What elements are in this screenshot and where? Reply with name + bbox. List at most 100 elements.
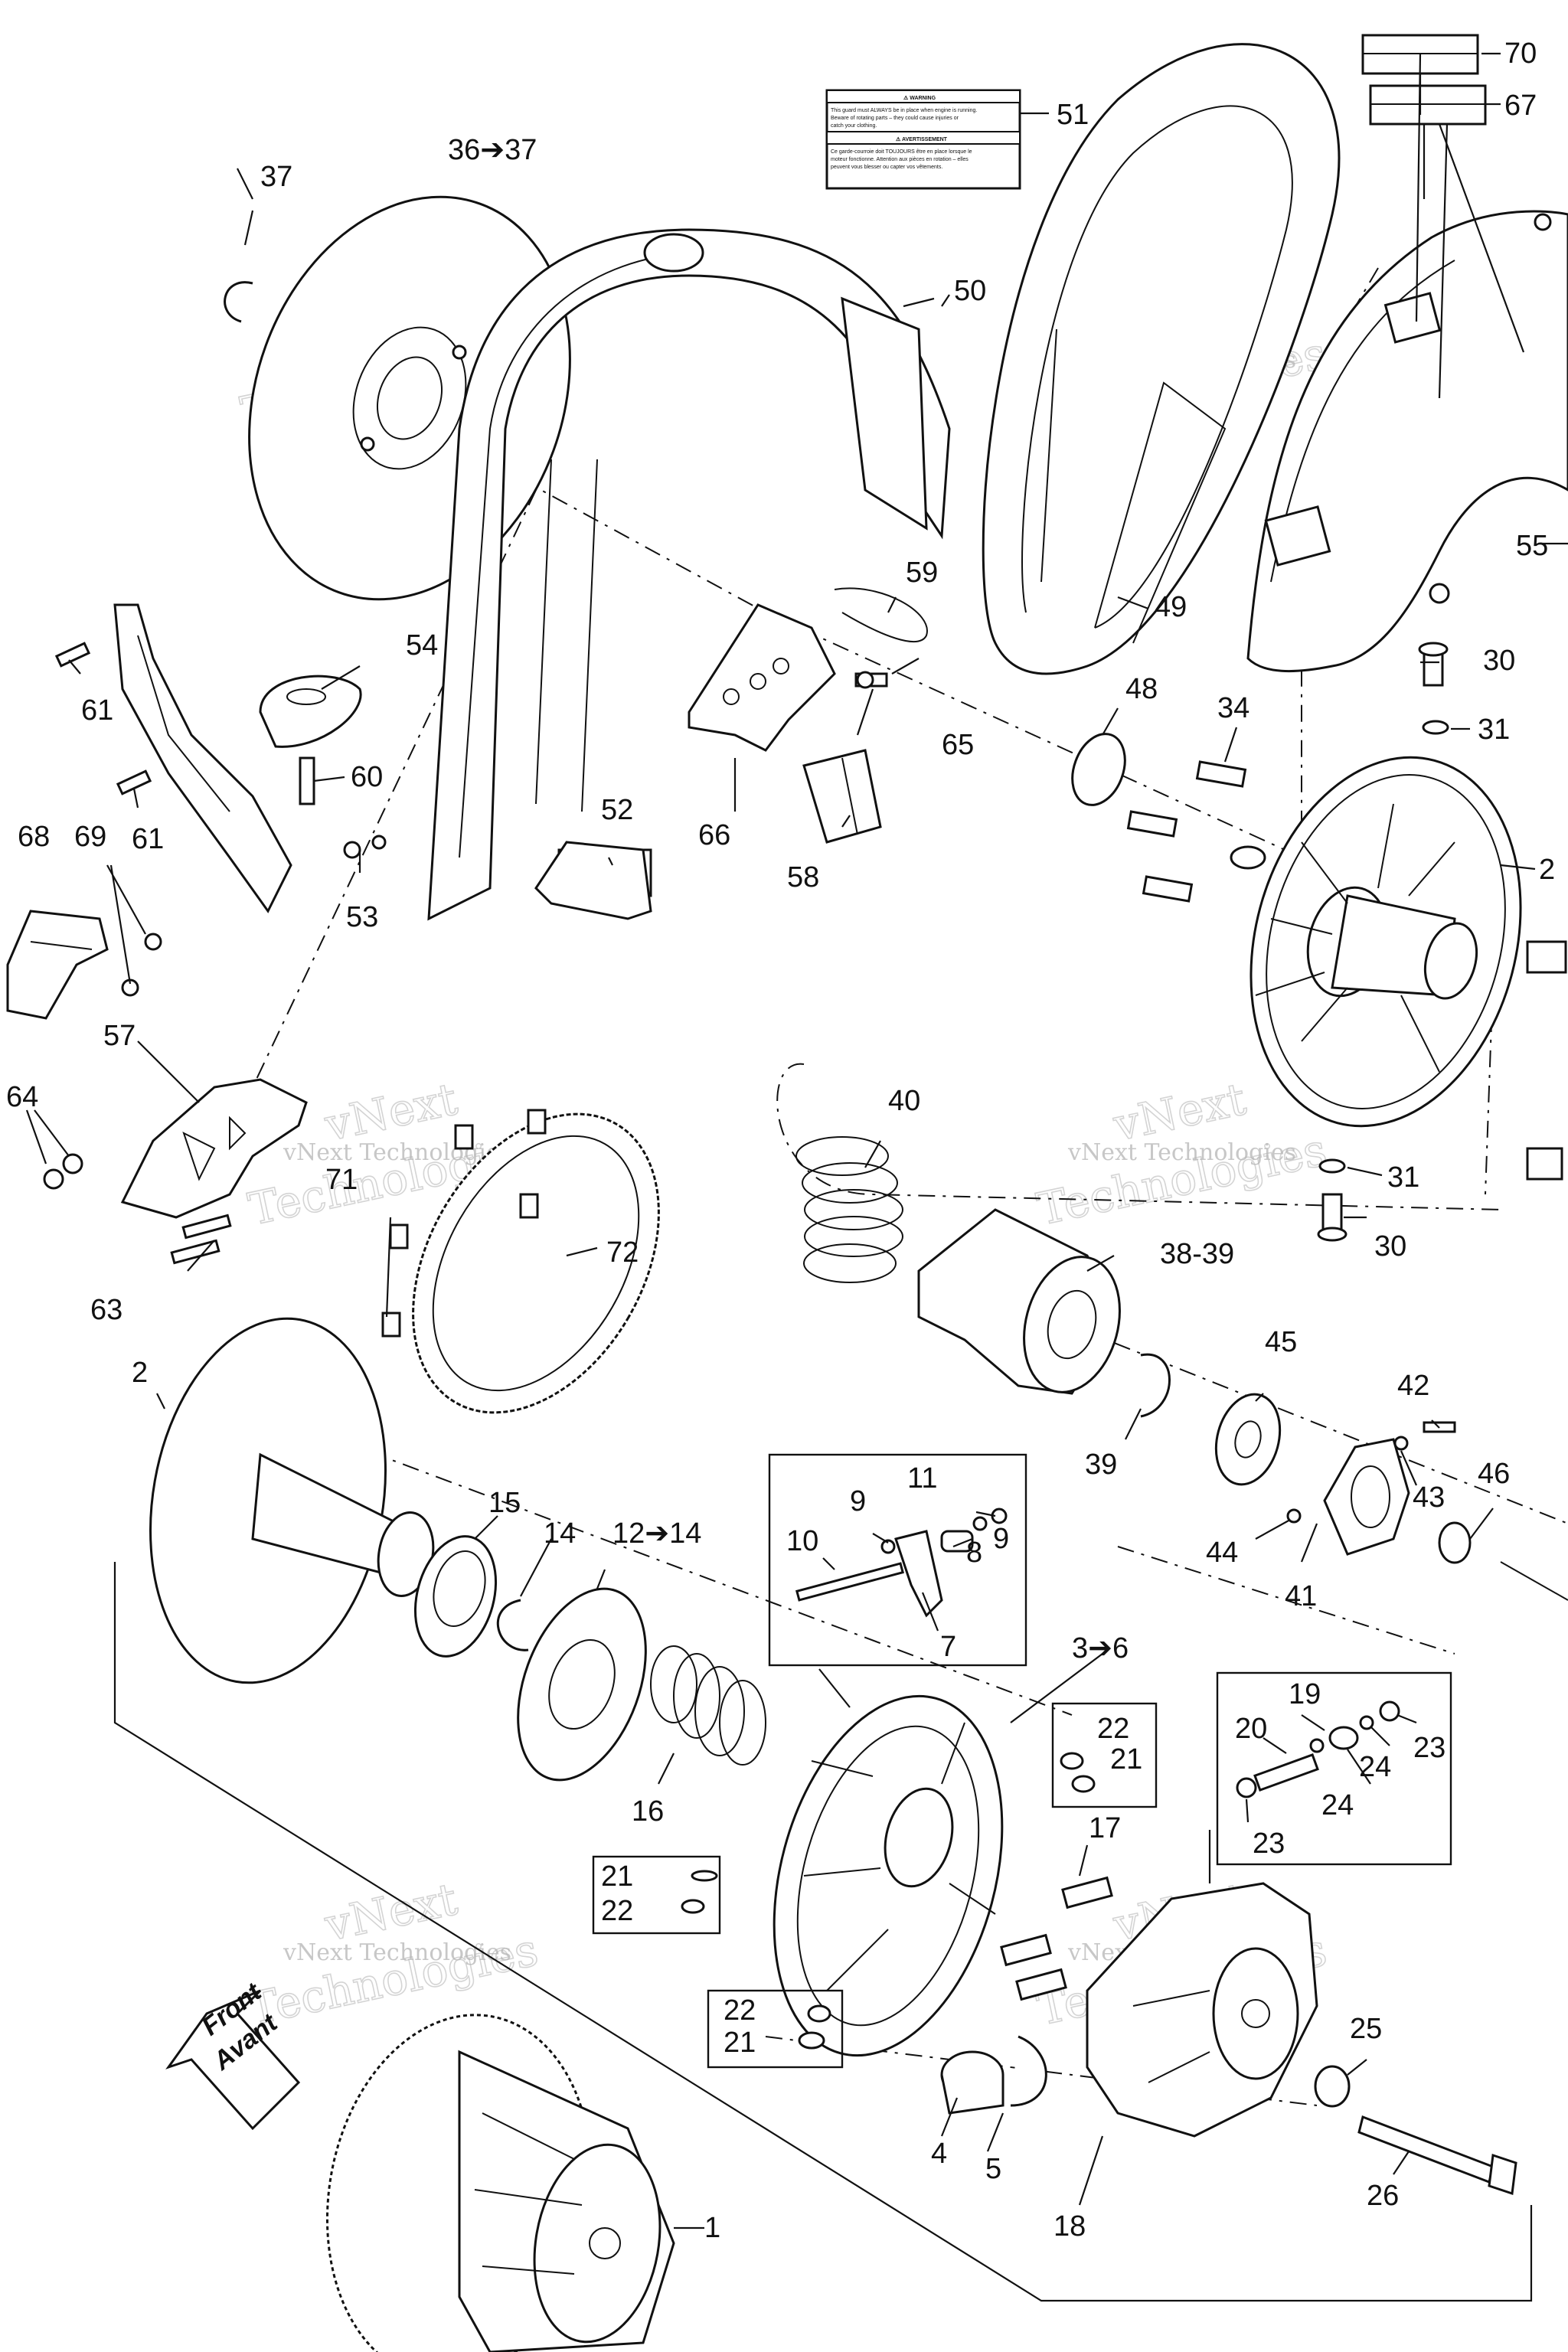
screw-61: [54, 642, 152, 795]
washer-23: [1236, 1777, 1257, 1798]
subassembly-box-21-22: [707, 1989, 844, 2069]
belt-guard: [1246, 210, 1568, 672]
circlip-39: [1140, 1353, 1171, 1418]
subassembly-box-7-11: [768, 1453, 1027, 1667]
callout-49: 49: [1155, 591, 1187, 623]
callout-38-39: 38-39: [1160, 1238, 1234, 1270]
callout-7: 7: [940, 1631, 956, 1663]
nut-69: [144, 933, 162, 951]
washer-24: [1309, 1738, 1325, 1753]
callout-41: 41: [1285, 1580, 1317, 1612]
bolt-26: [1357, 2115, 1517, 2196]
callout-3-6: 3➔6: [1072, 1632, 1129, 1664]
warning-text: peuvent vous blesser ou capter vos vêtem…: [831, 165, 942, 170]
callout-15: 15: [488, 1487, 521, 1519]
callout-72: 72: [606, 1236, 639, 1269]
nut-53: [371, 835, 387, 850]
callout-26: 26: [1367, 2180, 1399, 2212]
washer-24: [1359, 1715, 1374, 1730]
driven-pulley-disc: [248, 195, 571, 601]
driven-pulley: [1230, 756, 1522, 1128]
decal-67: [1369, 84, 1487, 126]
roller-block: [1526, 1147, 1563, 1181]
callout-30a: 30: [1483, 645, 1515, 677]
drive-pulley-assembly: [325, 2014, 675, 2352]
callout-23a: 23: [1413, 1732, 1446, 1764]
callout-48: 48: [1125, 673, 1158, 705]
callout-63: 63: [90, 1294, 122, 1326]
pin-10: [795, 1562, 905, 1602]
bushing-4: [940, 2050, 1004, 2115]
roller-block: [1526, 940, 1567, 974]
callout-57: 57: [103, 1020, 136, 1052]
callout-31b: 31: [1387, 1161, 1419, 1194]
callout-21c: 21: [724, 2027, 756, 2059]
callout-numbers: 1 2 3➔6 4 5 7 8 9 9 10 11 12➔14 14 15 16…: [6, 38, 1555, 2244]
callout-67: 67: [1504, 90, 1537, 122]
washer-22: [1060, 1752, 1084, 1770]
callout-2: 2: [132, 1357, 148, 1389]
callout-66: 66: [698, 819, 730, 851]
callout-60: 60: [351, 761, 383, 793]
callout-58: 58: [787, 861, 819, 893]
watermark-text: vNext Technologies: [1067, 1139, 1296, 1166]
washer-31-top: [1422, 720, 1449, 735]
callout-31a: 31: [1478, 714, 1510, 746]
callout-59: 59: [906, 557, 938, 589]
callout-53: 53: [346, 901, 378, 933]
leader-lines: [25, 52, 1568, 2230]
screw-17: [1000, 1876, 1113, 2001]
callout-36-37: 36➔37: [448, 134, 537, 166]
bearing-block-41: [1323, 1438, 1410, 1556]
callout-52: 52: [601, 794, 633, 826]
circlip-14: [497, 1599, 529, 1651]
clip-68: [6, 910, 109, 1020]
callout-12-14: 12➔14: [612, 1517, 701, 1550]
nut-53: [343, 841, 361, 859]
washer-48: [1071, 733, 1126, 806]
callout-42: 42: [1397, 1370, 1429, 1402]
callout-9b: 9: [993, 1523, 1009, 1555]
drive-pulley-fixed-half: [149, 1317, 435, 1684]
callout-37: 37: [260, 161, 292, 193]
bracket-52: [534, 841, 652, 920]
callout-30b: 30: [1374, 1230, 1406, 1263]
callout-55: 55: [1516, 530, 1548, 562]
washer-9: [880, 1539, 896, 1554]
callout-61a: 61: [81, 694, 113, 727]
nut-44: [1286, 1508, 1302, 1524]
guard-support-60: [113, 603, 315, 913]
callout-18: 18: [1054, 2210, 1086, 2243]
callout-21a: 21: [1110, 1743, 1142, 1775]
callout-69: 69: [74, 821, 106, 853]
callout-24b: 24: [1321, 1789, 1354, 1821]
warning-text: This guard must ALWAYS be in place when …: [831, 108, 977, 113]
callout-20: 20: [1235, 1713, 1267, 1745]
washer-22: [807, 2004, 831, 2023]
ring-gear-72: [412, 1112, 660, 1414]
screw-63: [170, 1214, 232, 1265]
callout-4: 4: [931, 2138, 947, 2170]
washer-9: [972, 1516, 988, 1531]
callout-16: 16: [632, 1795, 664, 1828]
callout-22a: 22: [1097, 1713, 1129, 1745]
washer-22: [681, 1899, 705, 1914]
callout-22c: 22: [724, 1994, 756, 2027]
stud-71: [381, 1109, 547, 1338]
warning-label: ⚠ WARNING This guard must ALWAYS be in p…: [825, 89, 1021, 190]
callout-8: 8: [966, 1537, 982, 1569]
washer-45: [1234, 1420, 1262, 1459]
o-ring-21: [798, 2031, 825, 2050]
callout-64: 64: [6, 1081, 38, 1113]
washer-46: [1438, 1521, 1472, 1564]
callout-65: 65: [942, 729, 974, 761]
o-ring-21: [691, 1870, 718, 1882]
circlip-5: [1010, 2035, 1047, 2107]
callout-54: 54: [406, 629, 438, 662]
callout-21b: 21: [601, 1860, 633, 1893]
washer-43: [1393, 1436, 1409, 1451]
screw-30-top: [1418, 642, 1449, 687]
spring-16: [650, 1645, 766, 1766]
washer-31-bottom: [1318, 1158, 1346, 1174]
